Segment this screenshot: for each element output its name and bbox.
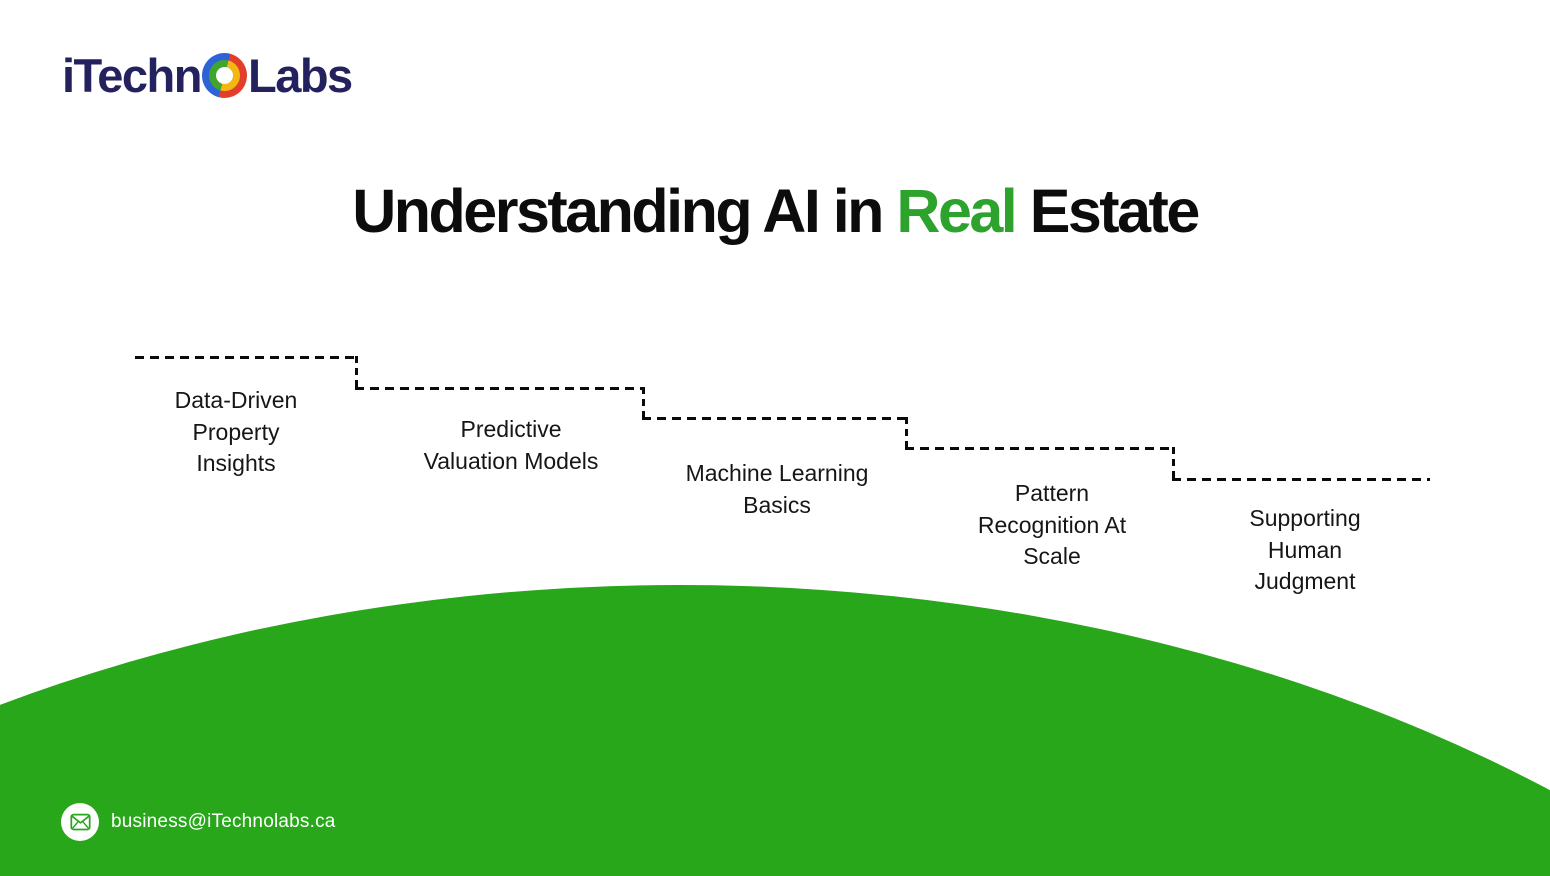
title-highlight: Real [896,177,1017,245]
contact-bar: business@iTechnolabs.ca [61,803,336,841]
step2-riser-line [642,387,645,420]
step-label-4: Pattern Recognition At Scale [977,480,1127,570]
title-suffix: Estate [1015,177,1201,245]
step4-riser-line [1172,447,1175,481]
logo-text-left: iTechn [62,49,202,102]
logo-text-right: Labs [247,49,353,102]
title-prefix: Understanding AI in [352,177,897,245]
step5-tread-line [1172,478,1430,481]
step4-tread-line [905,447,1175,450]
step2-tread-line [355,387,645,390]
page-title: Understanding AI in Real Estate [0,176,1550,246]
step-label-1: Data-Driven Property Insights [174,387,298,477]
step3-tread-line [642,417,908,420]
step1-tread-line [135,356,358,359]
logo-ring-inner [208,60,240,91]
step-label-3: Machine Learning Basics [685,460,869,518]
logo-ring-core [215,67,233,84]
logo: iTechn Labs [62,49,353,102]
step3-riser-line [905,417,908,450]
email-text: business@iTechnolabs.ca [111,811,336,832]
step1-riser-line [355,356,358,390]
step-label-2: Predictive Valuation Models [423,416,599,474]
step-label-5: Supporting Human Judgment [1249,505,1361,595]
email-badge [61,803,99,841]
envelope-icon [69,813,91,831]
logo-ring-icon [201,53,247,98]
